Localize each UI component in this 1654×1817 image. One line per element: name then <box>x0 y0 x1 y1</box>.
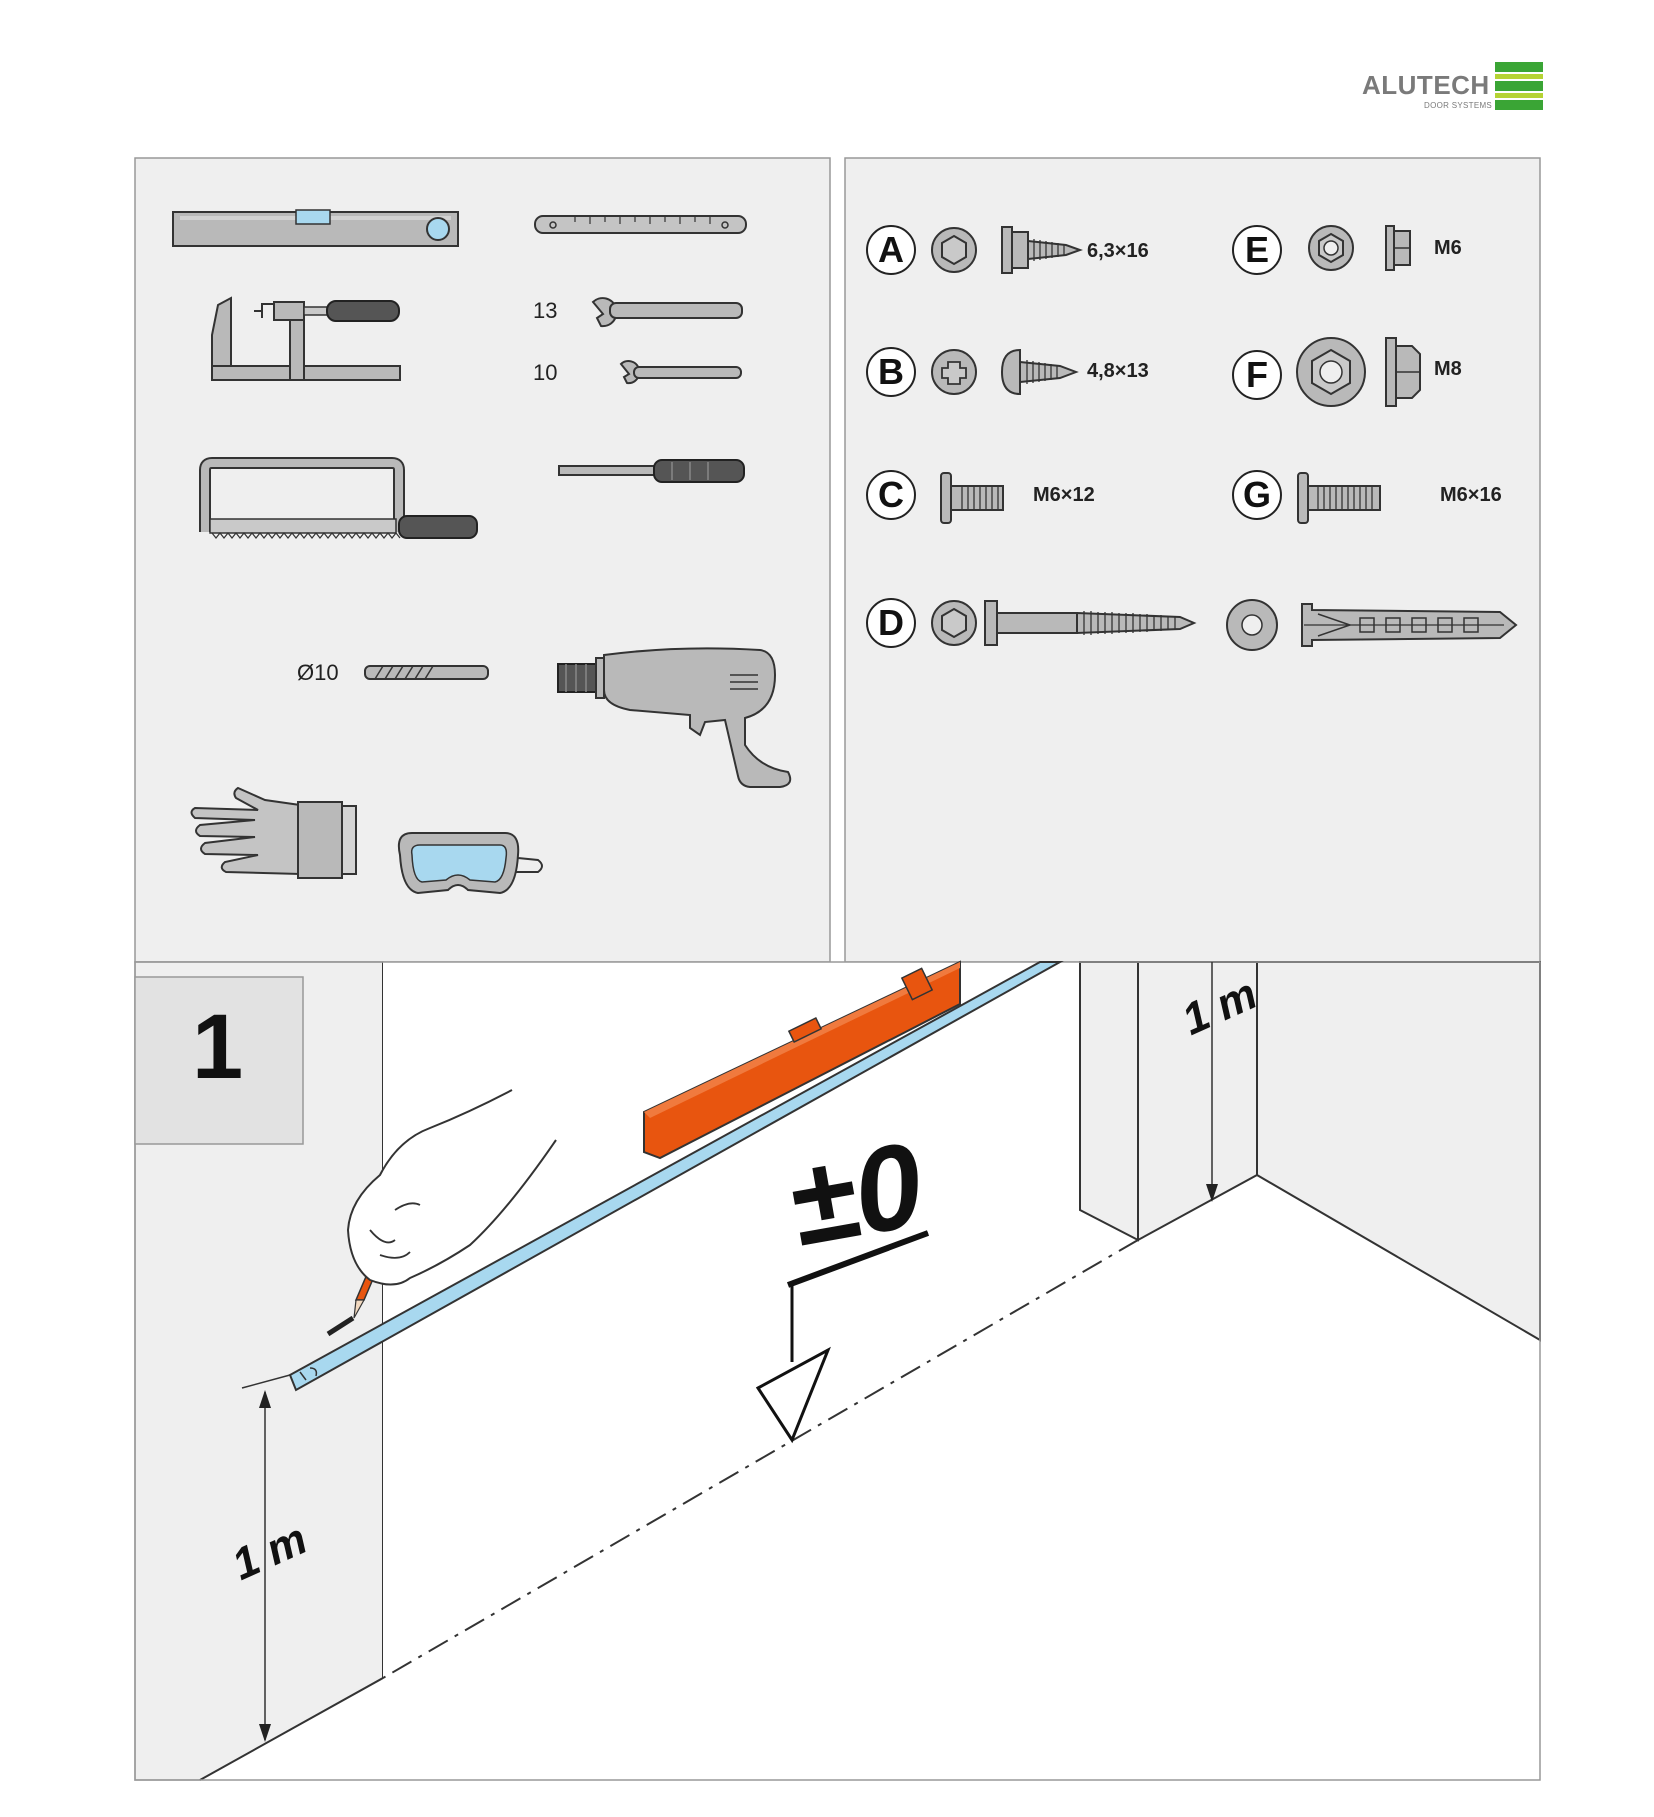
fastener-letter-d: D <box>866 598 916 648</box>
step-scene <box>134 960 1541 1781</box>
drill-bit-size-label: Ø10 <box>297 660 339 685</box>
fastener-e-icon <box>1308 225 1411 271</box>
fastener-e-size: M6 <box>1434 237 1462 259</box>
safety-goggles-icon <box>397 832 543 895</box>
glove-icon <box>190 786 357 879</box>
step-number: 1 <box>192 996 244 1098</box>
fastener-letter-f: F <box>1232 350 1282 400</box>
brand-logo-icon <box>1495 62 1543 110</box>
fastener-letter-a: A <box>866 225 916 275</box>
level-mark-label: ±0 <box>778 1116 933 1272</box>
fastener-letter-g: G <box>1232 470 1282 520</box>
fastener-letter-e: E <box>1232 225 1282 275</box>
tape-measure-icon <box>534 215 747 234</box>
fastener-letter-b: B <box>866 347 916 397</box>
wall-plug-icon <box>1301 603 1518 647</box>
drill-bit-icon <box>364 665 489 680</box>
fastener-letter-c: C <box>866 470 916 520</box>
tools-panel <box>134 157 831 963</box>
fastener-a-size: 6,3×16 <box>1087 240 1149 262</box>
wrench-large-icon <box>591 297 743 328</box>
fastener-c-icon <box>940 472 1004 524</box>
screwdriver-icon <box>558 459 745 483</box>
power-drill-icon <box>557 647 792 788</box>
fastener-b-size: 4,8×13 <box>1087 360 1149 382</box>
dimension-left-arrow <box>241 1374 291 1742</box>
brand-logo-text: ALUTECH <box>1362 70 1490 100</box>
fasteners-panel <box>844 157 1541 963</box>
zero-level-marker <box>755 1230 930 1444</box>
clamp-icon <box>211 296 401 381</box>
wrench-small-size-label: 10 <box>533 360 558 385</box>
level-tool-icon <box>643 960 961 1160</box>
fastener-b-icon <box>931 348 1079 396</box>
wrench-large-size-label: 13 <box>533 298 558 323</box>
wrench-small-icon <box>619 360 742 385</box>
fastener-a-icon <box>931 226 1083 274</box>
washer-icon <box>1226 599 1278 651</box>
fastener-c-size: M6×12 <box>1033 484 1095 506</box>
fastener-g-icon <box>1297 472 1381 524</box>
step-number-box <box>134 976 304 1145</box>
fastener-g-size: M6×16 <box>1440 484 1502 506</box>
fastener-d-icon <box>931 600 1197 646</box>
dimension-right-arrow <box>1206 962 1218 1202</box>
hacksaw-icon <box>199 457 478 539</box>
profile-strip <box>288 961 1064 1392</box>
fastener-f-icon <box>1296 337 1421 407</box>
hand-pencil-icon <box>326 1089 557 1337</box>
fastener-f-size: M8 <box>1434 358 1462 380</box>
spirit-level-icon <box>172 209 459 247</box>
brand-tagline: DOOR SYSTEMS <box>1424 101 1493 110</box>
